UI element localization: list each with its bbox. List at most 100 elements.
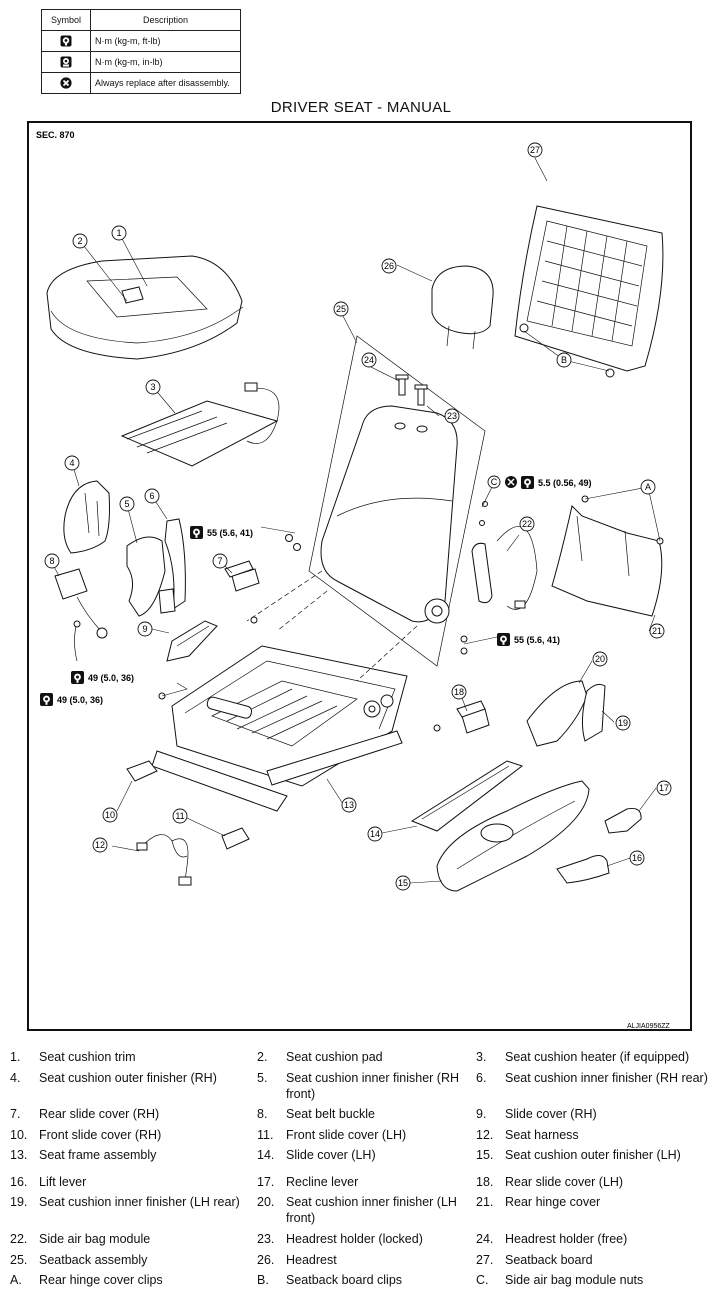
inner-finisher-lh-rear-part xyxy=(581,683,606,742)
part-name: Seat cushion outer finisher (RH) xyxy=(39,1071,217,1085)
callout-2: 2 xyxy=(72,233,88,249)
seat-harness-part xyxy=(136,834,192,886)
part-number: 27. xyxy=(476,1253,494,1267)
callout-16: 16 xyxy=(629,850,645,866)
part-number: 8. xyxy=(257,1107,268,1121)
part-number: 19. xyxy=(10,1195,28,1209)
part-number: 22. xyxy=(10,1232,28,1246)
part-name: Side air bag module xyxy=(39,1232,151,1246)
part-number: 5. xyxy=(257,1071,268,1085)
svg-text:55 (5.6, 41): 55 (5.6, 41) xyxy=(207,528,253,538)
headrest-holder-free-part xyxy=(395,374,409,396)
part-number: 16. xyxy=(10,1175,28,1189)
part-name: Lift lever xyxy=(39,1175,87,1189)
part-name: Seatback board clips xyxy=(286,1273,403,1287)
callout-8: 8 xyxy=(44,553,60,569)
callout-B: B xyxy=(556,352,572,368)
part-name: Seat cushion heater (if equipped) xyxy=(505,1050,690,1064)
part-number: C. xyxy=(476,1273,489,1287)
part-name: Headrest xyxy=(286,1253,337,1267)
legend-description: N·m (kg-m, ft-lb) xyxy=(90,30,241,52)
part-name: Seat cushion trim xyxy=(39,1050,136,1064)
svg-text:49 (5.0, 36): 49 (5.0, 36) xyxy=(88,673,134,683)
part-name: Seat cushion inner finisher (RH front) xyxy=(286,1071,459,1101)
svg-text:13: 13 xyxy=(344,800,354,810)
torque-label-55-upper: 55 (5.6, 41) xyxy=(190,526,253,539)
callout-26: 26 xyxy=(381,258,397,274)
part-name: Seat frame assembly xyxy=(39,1148,157,1162)
part-name: Rear hinge cover xyxy=(505,1195,601,1209)
legend-row: N·m (kg-m, ft-lb) xyxy=(41,30,241,52)
svg-text:9: 9 xyxy=(142,624,147,634)
part-name: Headrest holder (free) xyxy=(505,1232,628,1246)
part-number: A. xyxy=(10,1273,22,1287)
svg-text:21: 21 xyxy=(652,626,662,636)
part-number: 6. xyxy=(476,1071,487,1085)
callout-22: 22 xyxy=(519,516,535,532)
svg-text:17: 17 xyxy=(659,783,669,793)
torque-wrench-small-icon xyxy=(60,56,72,68)
torque-wrench-icon xyxy=(60,35,72,47)
svg-text:19: 19 xyxy=(618,718,628,728)
svg-text:4: 4 xyxy=(69,458,74,468)
callout-19: 19 xyxy=(615,715,631,731)
part-number: 23. xyxy=(257,1232,275,1246)
replace-x-icon xyxy=(60,77,72,89)
part-number: 14. xyxy=(257,1148,275,1162)
svg-text:B: B xyxy=(561,355,567,365)
part-number: 11. xyxy=(257,1128,274,1142)
symbol-legend: Symbol Description N·m (kg-m, ft-lb) N·m… xyxy=(41,9,241,94)
part-number: 10. xyxy=(10,1128,28,1142)
callout-6: 6 xyxy=(144,488,160,504)
callout-12: 12 xyxy=(92,837,108,853)
part-name: Rear slide cover (RH) xyxy=(39,1107,160,1121)
rear-slide-cover-lh-part xyxy=(456,700,490,734)
svg-text:14: 14 xyxy=(370,829,380,839)
svg-text:27: 27 xyxy=(530,145,540,155)
seat-frame-assembly-part xyxy=(151,645,408,812)
part-number: 3. xyxy=(476,1050,487,1064)
side-air-bag-module-part xyxy=(471,526,538,610)
rear-hinge-cover-part xyxy=(551,495,664,617)
torque-label-49-a: 49 (5.0, 36) xyxy=(71,671,134,684)
part-name: Seat belt buckle xyxy=(286,1107,375,1121)
part-name: Slide cover (LH) xyxy=(286,1148,376,1162)
callout-7: 7 xyxy=(212,553,228,569)
svg-text:55 (5.6, 41): 55 (5.6, 41) xyxy=(514,635,560,645)
svg-text:18: 18 xyxy=(454,687,464,697)
part-number: 20. xyxy=(257,1195,275,1209)
outer-finisher-lh-part xyxy=(436,780,590,892)
seatback-assembly-part xyxy=(246,335,486,682)
svg-text:2: 2 xyxy=(77,236,82,246)
part-number: 13. xyxy=(10,1148,28,1162)
part-number: 26. xyxy=(257,1253,275,1267)
rear-slide-cover-rh-part xyxy=(224,560,260,592)
callout-20: 20 xyxy=(592,651,608,667)
part-name: Seat cushion outer finisher (LH) xyxy=(505,1148,681,1162)
slide-cover-lh-part xyxy=(410,760,524,832)
part-number: 7. xyxy=(10,1107,21,1121)
svg-text:11: 11 xyxy=(175,811,184,821)
fastener-bolt xyxy=(158,501,488,732)
callout-23: 23 xyxy=(444,408,460,424)
svg-text:26: 26 xyxy=(384,261,394,271)
legend-row: N·m (kg-m, in-lb) xyxy=(41,51,241,73)
part-number: 2. xyxy=(257,1050,268,1064)
svg-text:12: 12 xyxy=(95,840,105,850)
part-name: Seat cushion pad xyxy=(286,1050,383,1064)
headrest-part xyxy=(431,265,494,350)
callout-3: 3 xyxy=(145,379,161,395)
callout-C: C xyxy=(487,475,501,489)
seat-cushion-heater-part xyxy=(120,382,280,467)
svg-text:24: 24 xyxy=(364,355,374,365)
leader-lines xyxy=(51,157,661,884)
torque-label-49-b: 49 (5.0, 36) xyxy=(40,693,103,706)
torque-label-5-5: 5.5 (0.56, 49) xyxy=(505,476,592,489)
svg-text:23: 23 xyxy=(447,411,457,421)
part-name: Front slide cover (RH) xyxy=(39,1128,162,1142)
callout-25: 25 xyxy=(333,301,349,317)
svg-text:C: C xyxy=(491,477,498,487)
part-name: Headrest holder (locked) xyxy=(286,1232,423,1246)
legend-description: Always replace after disassembly. xyxy=(90,72,241,94)
svg-text:8: 8 xyxy=(49,556,54,566)
